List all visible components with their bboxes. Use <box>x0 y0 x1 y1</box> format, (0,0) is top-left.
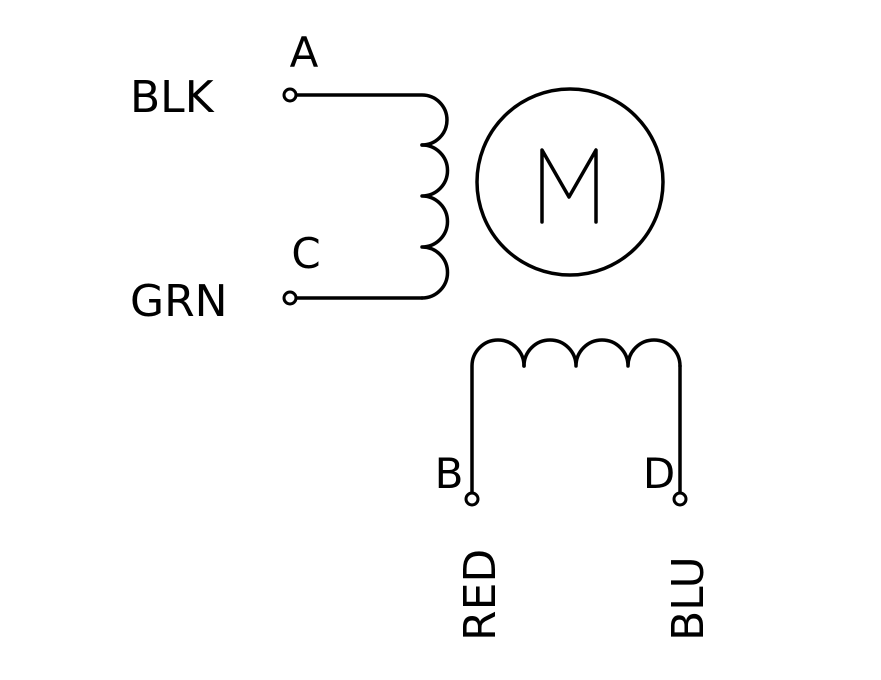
terminal-b <box>464 491 480 507</box>
coil-2-winding <box>522 338 682 368</box>
terminal-c <box>282 290 298 306</box>
wire-red-label: RED <box>455 549 506 641</box>
terminal-a-label: A <box>290 28 319 77</box>
terminal-a <box>282 87 298 103</box>
motor-symbol: M <box>475 87 665 277</box>
coil-1 <box>282 87 450 306</box>
wire-grn-label: GRN <box>130 276 228 327</box>
wire-blu-label: BLU <box>663 556 714 641</box>
coil-1-wire-top <box>293 93 449 147</box>
motor-letter-m <box>540 148 598 224</box>
terminal-c-label: C <box>291 229 320 278</box>
terminal-d <box>672 491 688 507</box>
coil-2-wire-left <box>470 338 526 495</box>
terminal-d-label: D <box>643 449 675 498</box>
coil-2 <box>464 338 688 507</box>
terminal-b-label: B <box>435 449 464 498</box>
wire-blk-label: BLK <box>130 72 215 123</box>
coil-1-winding <box>420 143 450 300</box>
motor-circle <box>475 87 665 277</box>
